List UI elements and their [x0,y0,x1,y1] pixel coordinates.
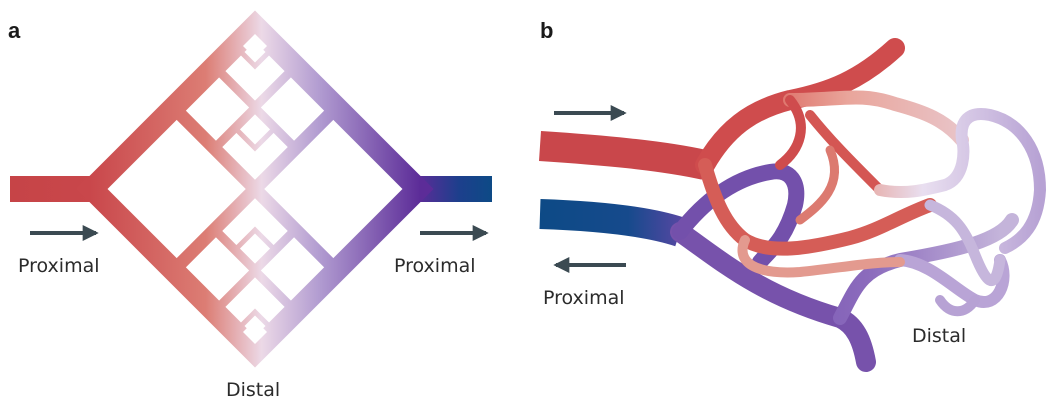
panel-b-arterial-loop-lower [737,235,905,278]
panel-a-capillary-gaps [243,34,267,344]
panel-b-arterial-small-2 [805,110,885,195]
panel-b-label-proximal: Proximal [543,287,625,309]
panel-a-label-proximal-left: Proximal [18,255,100,277]
panel-b-capillary-loop [874,108,1046,317]
panel-b-arterial-branch-lateral [783,90,969,147]
panel-a-capillary-loops [231,22,279,356]
panel-b-label-distal: Distal [912,325,966,347]
panel-a: a Proximal Proxima [8,10,492,401]
panel-b-arterial-tree [539,38,969,278]
panel-b-arterial-small-1 [775,95,806,170]
panel-b-arterial-trunk [539,131,709,180]
panel-b: b Proximal [539,18,1046,372]
panel-a-outer-branch [76,10,434,368]
panel-b-arterial-small-3 [795,145,840,225]
panel-b-capillary-tail [935,295,980,317]
panel-b-venous-trunk [539,199,685,247]
panel-b-venous-branch-lower [670,222,876,372]
panel-b-capillary-path [874,108,1046,254]
panel-b-capillary-return [924,199,1006,287]
panel-b-letter: b [540,18,553,43]
panel-b-arterial-branch-down [698,158,937,256]
panel-a-label-distal: Distal [226,379,280,401]
panel-a-label-proximal-right: Proximal [394,255,476,277]
panel-a-letter: a [8,18,21,43]
panel-a-diamond-network [76,10,434,368]
